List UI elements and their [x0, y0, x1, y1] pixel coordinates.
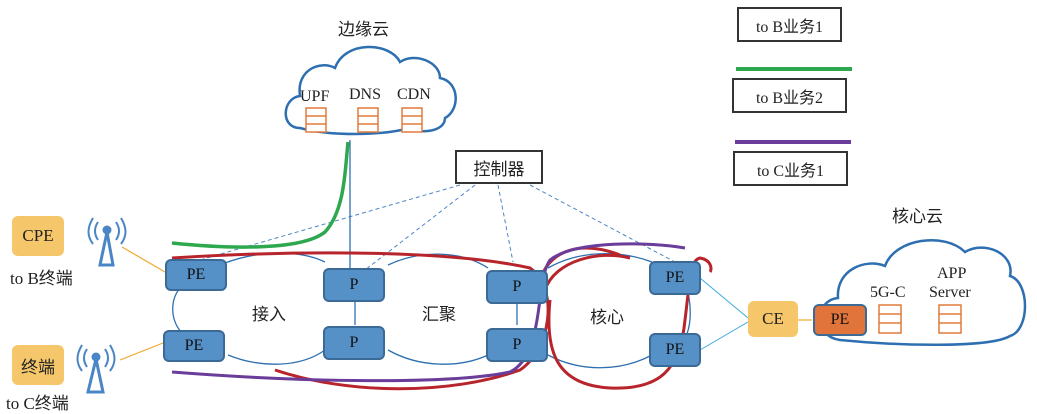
core-item-5gc: 5G-C — [870, 284, 906, 301]
edge-item-dns: DNS — [349, 86, 382, 103]
edge-cloud-title: 边缘云 — [338, 20, 389, 39]
p-node-3: P — [486, 270, 548, 304]
toc-terminal-box: 终端 — [12, 345, 64, 385]
p-node-4: P — [486, 328, 548, 362]
toc-terminal-caption: to C终端 — [6, 394, 69, 413]
antenna-icon-2 — [76, 344, 116, 394]
legend-tob1: to B业务1 — [737, 7, 842, 42]
pe-node-access-top: PE — [165, 259, 227, 291]
core-item-server: Server — [929, 284, 971, 301]
tob-service2-path — [171, 141, 350, 249]
ce-box: CE — [748, 301, 798, 337]
tob-service1-path — [171, 246, 621, 391]
controller-box: 控制器 — [455, 150, 543, 184]
core-cloud-shape — [818, 239, 1027, 346]
region-core: 核心 — [590, 308, 624, 327]
pe-node-core-top: PE — [649, 261, 701, 295]
edge-item-upf: UPF — [300, 88, 330, 105]
region-access: 接入 — [252, 305, 286, 324]
legend-tob2: to B业务2 — [732, 78, 847, 113]
core-cloud-title: 核心云 — [892, 207, 943, 226]
legend-toc1: to C业务1 — [733, 151, 848, 186]
tob-terminal-caption: to B终端 — [10, 269, 73, 288]
pe-node-core-bottom: PE — [649, 333, 701, 367]
pe-node-access-bottom: PE — [163, 330, 225, 362]
antenna-icon-1 — [87, 217, 127, 267]
p-node-1: P — [323, 268, 385, 302]
pe-node-core-cloud: PE — [813, 304, 867, 336]
cpe-box: CPE — [12, 216, 64, 256]
edge-item-cdn: CDN — [397, 86, 431, 103]
server-icons — [305, 107, 962, 334]
region-aggregation: 汇聚 — [422, 305, 456, 324]
p-node-2: P — [323, 326, 385, 360]
core-item-app: APP — [937, 265, 967, 282]
